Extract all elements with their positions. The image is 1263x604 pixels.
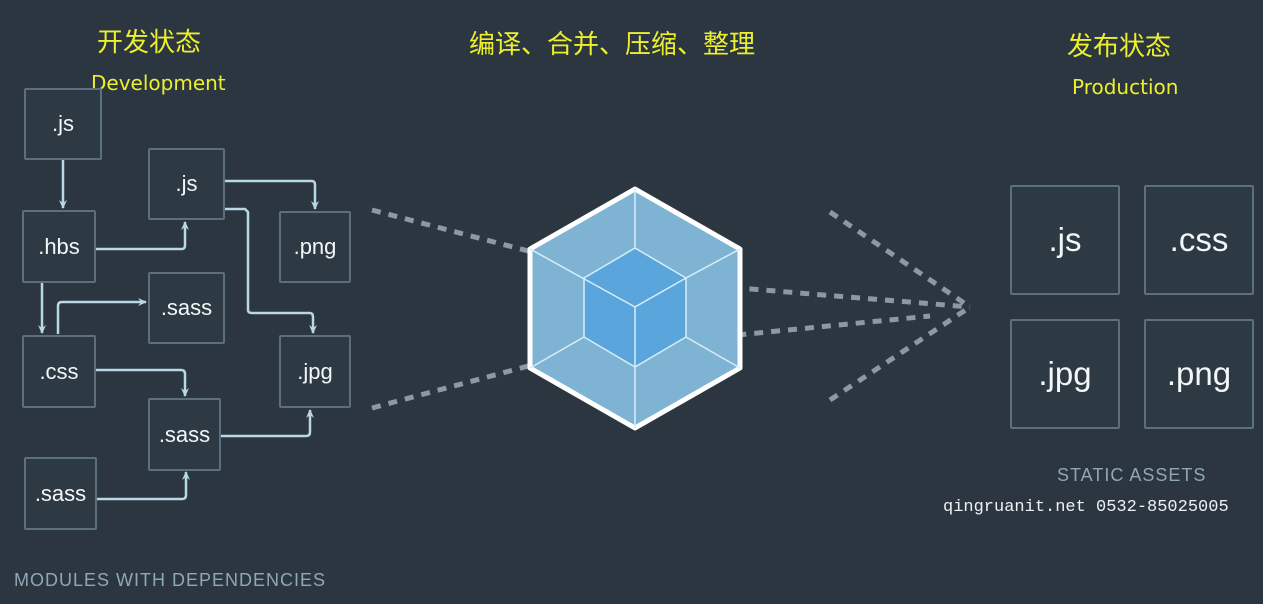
module-js: .js [148, 148, 225, 220]
production-title-en: Production [1072, 75, 1179, 99]
development-title-en: Development [91, 71, 226, 95]
footer-contact: qingruanit.net 0532-85025005 [943, 498, 1229, 517]
arrow-sass3-to-sass2 [97, 471, 190, 501]
modules-caption: MODULES WITH DEPENDENCIES [14, 570, 327, 590]
development-title-cn: 开发状态 [97, 28, 202, 58]
dependency-arrows [38, 160, 319, 501]
module-sass: .sass [148, 272, 225, 344]
asset-css: .css [1144, 185, 1254, 295]
module-hbs: .hbs [22, 210, 96, 283]
production-title-cn: 发布状态 [1067, 32, 1172, 62]
process-title: 编译、合并、压缩、整理 [469, 30, 756, 60]
arrow-hbs-to-js [96, 221, 189, 251]
module-css: .css [22, 335, 96, 408]
module-png: .png [279, 211, 351, 283]
asset-jpg: .jpg [1010, 319, 1120, 429]
arrow-js-to-jpg [225, 207, 317, 334]
module-jpg: .jpg [279, 335, 351, 408]
arrow-js-to-png [225, 179, 319, 210]
arrow-css-to-sass2 [96, 368, 189, 397]
asset-png: .png [1144, 319, 1254, 429]
asset-js: .js [1010, 185, 1120, 295]
arrow-sass-to-jpg [221, 409, 314, 438]
module-sass: .sass [24, 457, 97, 530]
arrow-css-to-sass [56, 298, 147, 334]
module-sass: .sass [148, 398, 221, 471]
webpack-cube-icon [527, 186, 743, 431]
assets-caption: STATIC ASSETS [1057, 465, 1207, 485]
module-js: .js [24, 88, 102, 160]
